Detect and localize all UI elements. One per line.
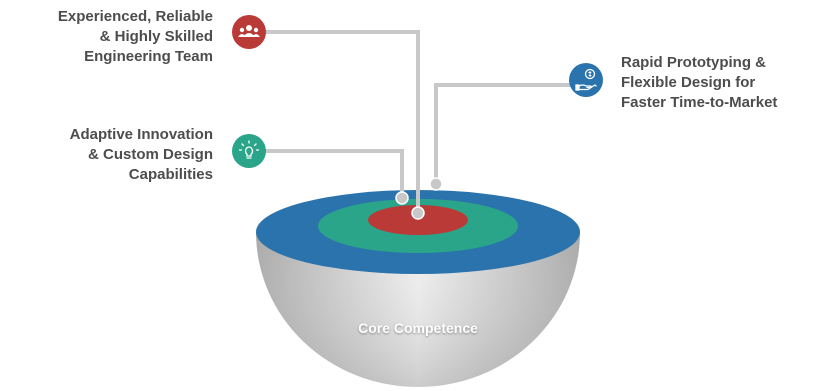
center-ring-red [368, 205, 468, 235]
team-badge [232, 15, 266, 49]
connector-dot-innovation [395, 191, 409, 205]
innovation-label-line-3: Capabilities [128, 166, 213, 183]
connector-innovation [264, 149, 404, 198]
connector-prototyping [434, 83, 575, 184]
team-label-line-1: Experienced, Reliable [57, 8, 213, 25]
prototyping-label-line-1: Rapid Prototyping & [621, 54, 766, 71]
innovation-badge [232, 134, 266, 168]
team-label-line-3: Engineering Team [84, 48, 213, 65]
prototyping-badge [569, 63, 603, 97]
connector-team [264, 30, 420, 213]
team-icon [238, 25, 260, 37]
hemisphere-shading [256, 232, 580, 387]
prototyping-label-line-2: Flexible Design for [621, 74, 756, 91]
core-competence-label: Core Competence [358, 320, 478, 336]
prototyping-label: Rapid Prototyping & Flexible Design for … [621, 53, 777, 113]
innovation-label: Adaptive Innovation & Custom Design Capa… [70, 125, 213, 185]
connector-dot-team [411, 206, 425, 220]
innovation-label-line-1: Adaptive Innovation [69, 126, 213, 143]
money-hand-icon [575, 68, 597, 91]
connector-dot-prototyping [429, 177, 443, 191]
innovation-label-line-2: & Custom Design [87, 146, 213, 163]
team-label: Experienced, Reliable & Highly Skilled E… [58, 7, 213, 67]
team-label-line-2: & Highly Skilled [99, 28, 213, 45]
lightbulb-icon [238, 140, 260, 159]
prototyping-label-line-3: Faster Time-to-Market [621, 94, 778, 111]
